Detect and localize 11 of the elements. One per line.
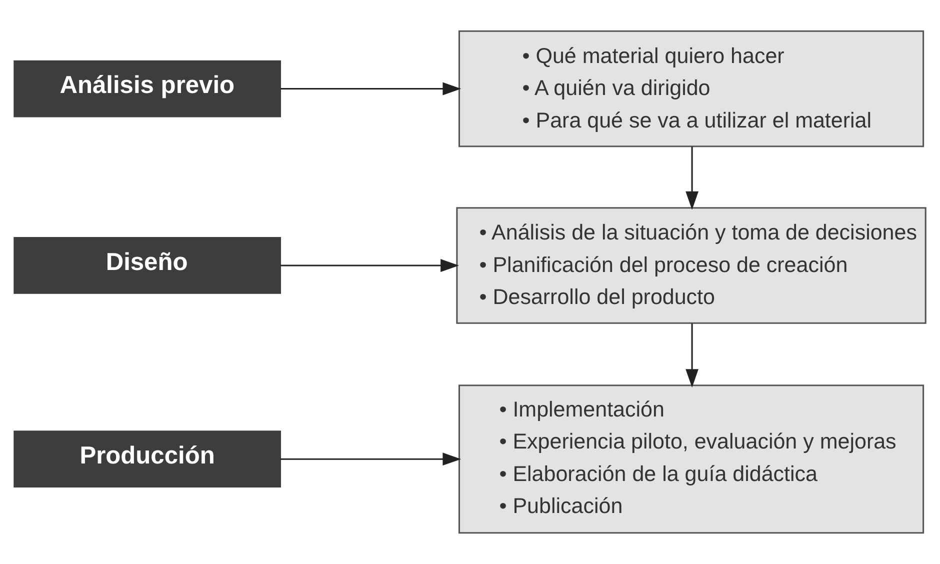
node-box: Diseño — [14, 237, 281, 294]
arrow — [280, 259, 460, 272]
node-box: Producción — [14, 430, 281, 488]
node-box: • Análisis de la situación y toma de decisiones • Planificación del proceso de creación • Desarrollo del producto — [456, 207, 926, 324]
arrow — [686, 324, 698, 388]
arrow — [280, 452, 462, 466]
node-box: • Implementación • Experiencia piloto, evaluación y mejoras • Elaboración de la guía didáctica • Publicación — [458, 384, 924, 534]
arrow — [686, 146, 698, 210]
arrow — [280, 82, 462, 96]
node-box: • Qué material quiero hacer • A quién va dirigido • Para qué se va a utilizar el material — [458, 30, 924, 148]
node-box: Análisis previo — [14, 60, 281, 118]
